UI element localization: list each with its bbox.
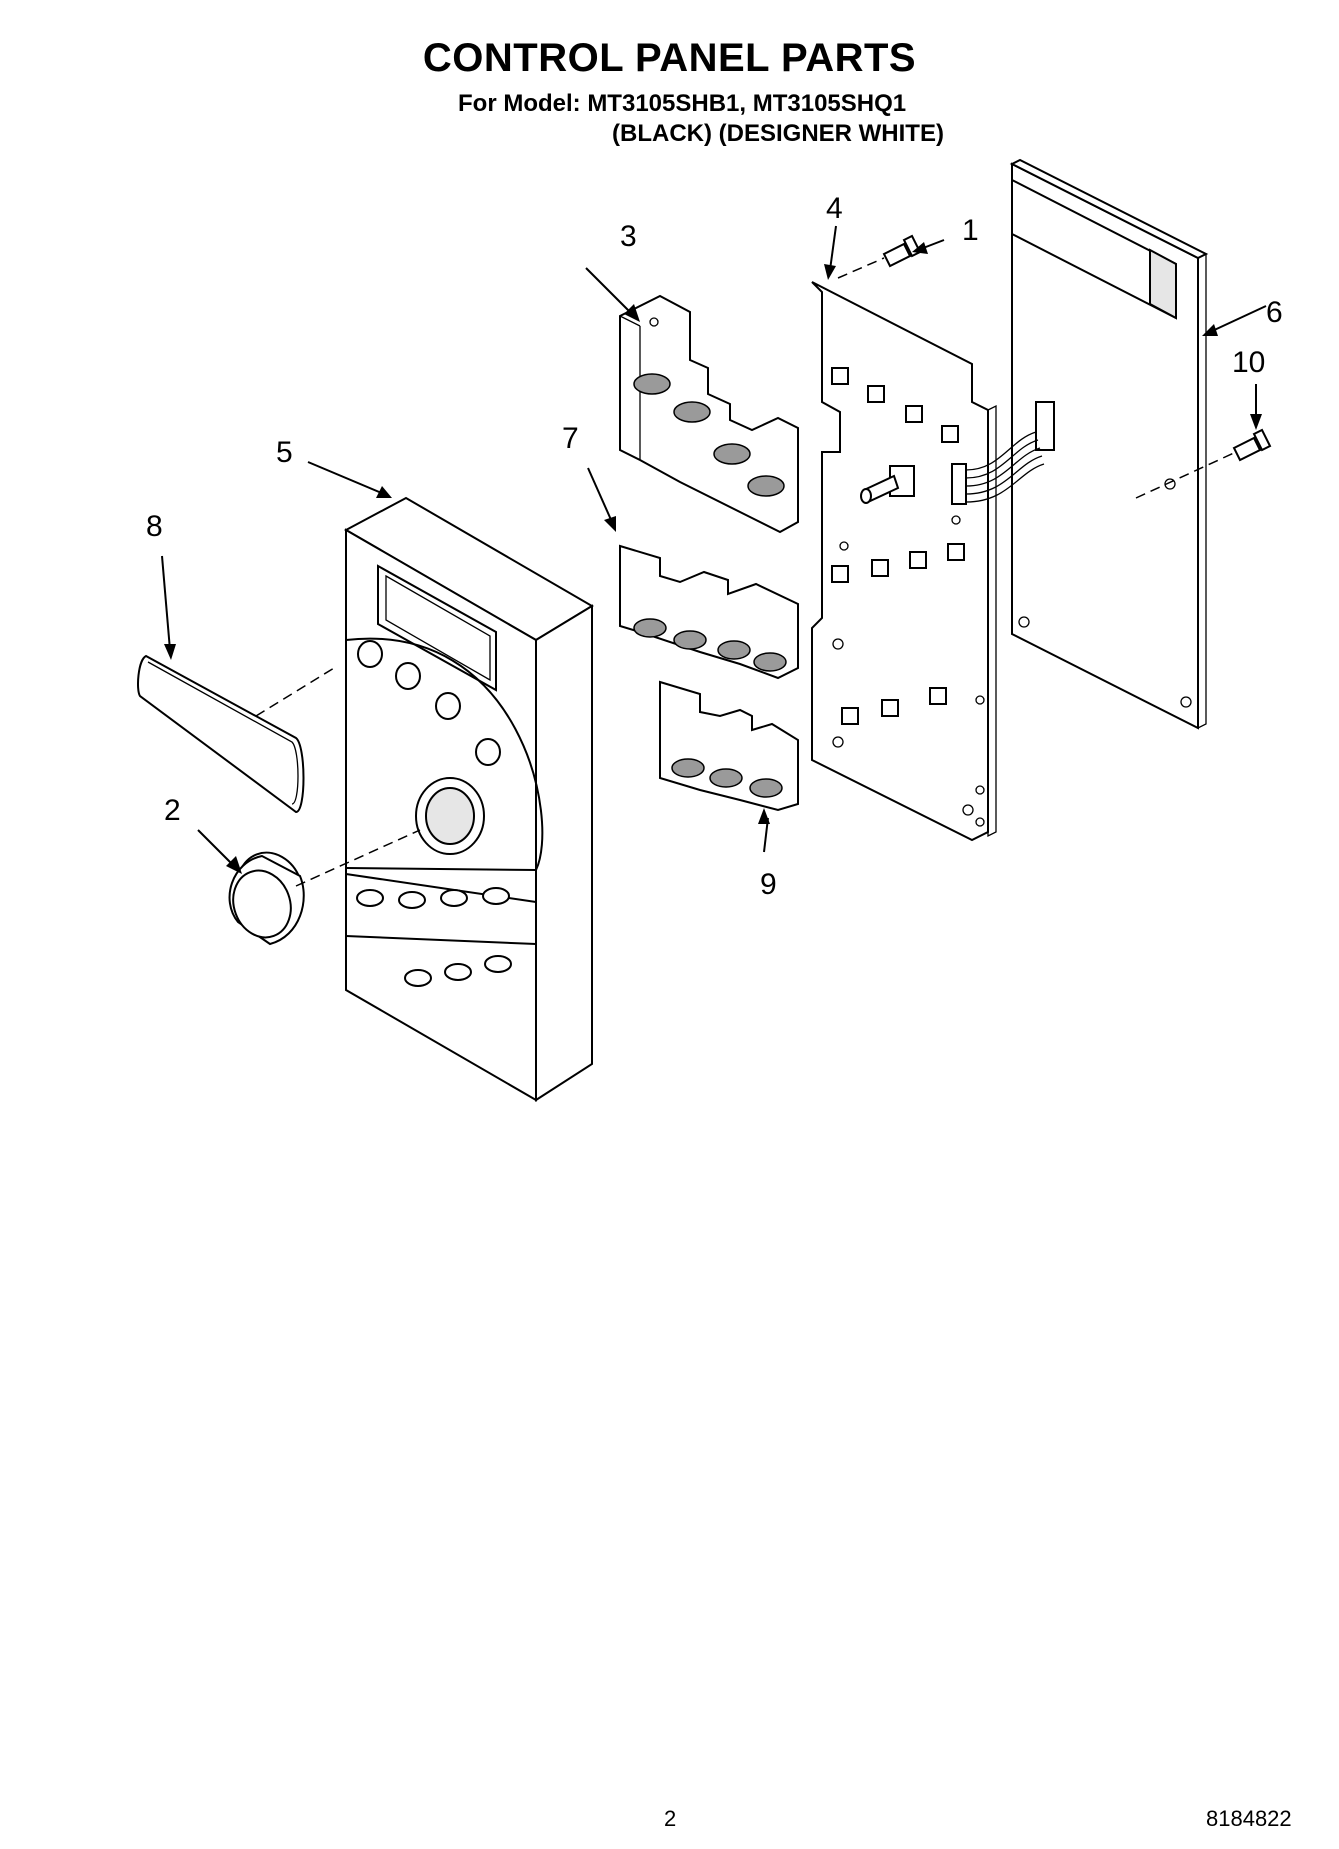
assembly-guides: [255, 257, 1237, 887]
callout-7: 7: [562, 422, 579, 455]
part-2-knob: [228, 851, 305, 946]
document-number: 8184822: [1206, 1806, 1292, 1831]
callout-6: 6: [1266, 296, 1283, 329]
callout-4: 4: [826, 192, 843, 225]
part-8-label-plate: [137, 654, 305, 814]
callout-10: 10: [1232, 346, 1265, 379]
part-10-screw: [1232, 428, 1272, 462]
part-5-control-panel: [343, 496, 594, 1102]
callout-5: 5: [276, 436, 293, 469]
model-numbers: For Model: MT3105SHB1, MT3105SHQ1: [458, 90, 907, 117]
part-9-button-bracket: [659, 680, 799, 812]
page-title: CONTROL PANEL PARTS: [422, 36, 917, 80]
callout-8: 8: [146, 510, 163, 543]
leader-arrows: [161, 225, 1267, 874]
callout-9: 9: [760, 868, 777, 901]
color-variants: (BLACK) (DESIGNER WHITE): [612, 120, 944, 147]
callout-1: 1: [962, 214, 979, 247]
part-6-board-plate: [1009, 158, 1209, 730]
callout-2: 2: [164, 794, 181, 827]
page-number: 2: [664, 1806, 677, 1831]
callout-3: 3: [620, 220, 637, 253]
part-7-button-bracket: [619, 544, 799, 680]
part-4-control-board: [811, 281, 1045, 842]
part-3-button-bracket: [619, 294, 799, 534]
